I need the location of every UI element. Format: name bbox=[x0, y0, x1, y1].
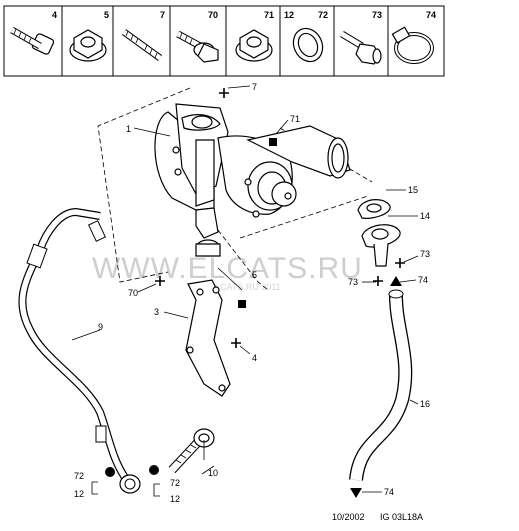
footer-reference: IG 03L18A bbox=[380, 512, 423, 522]
oil-return-flange bbox=[361, 224, 401, 267]
clamp-arrow-marker bbox=[390, 276, 402, 286]
legend-num-4: 4 bbox=[52, 10, 57, 20]
sealing-ring-icon bbox=[292, 27, 324, 63]
callout-73-right: 73 bbox=[420, 249, 430, 259]
legend-num-74: 74 bbox=[426, 10, 436, 20]
torque-marker bbox=[238, 300, 246, 308]
sealing-ring-dot bbox=[105, 467, 115, 477]
callout-71: 71 bbox=[290, 114, 300, 124]
cross-markers bbox=[155, 88, 405, 348]
callout-72-right: 72 bbox=[170, 478, 180, 488]
callout-9: 9 bbox=[98, 322, 103, 332]
banjo-union-bolt bbox=[168, 428, 215, 474]
legend-num-73: 73 bbox=[372, 10, 382, 20]
callout-12-right: 12 bbox=[170, 494, 180, 504]
callout-3: 3 bbox=[154, 307, 159, 317]
callout-72-left: 72 bbox=[74, 471, 84, 481]
oil-return-gasket bbox=[357, 199, 391, 219]
sealing-ring-dot bbox=[149, 465, 159, 475]
flange-bolt-icon bbox=[176, 30, 219, 63]
flange-nut-icon bbox=[69, 29, 107, 62]
hose-clamp-icon bbox=[391, 26, 434, 64]
bolt-icon bbox=[10, 26, 55, 55]
legend-num-71: 71 bbox=[264, 10, 274, 20]
legend-num-5: 5 bbox=[104, 10, 109, 20]
watermark-text: WWW.ELCATS.RU bbox=[92, 252, 363, 285]
callout-10: 10 bbox=[208, 468, 218, 478]
legend-num-70: 70 bbox=[208, 10, 218, 20]
legend-num-72: 72 bbox=[318, 10, 328, 20]
clamp-arrow-marker bbox=[350, 488, 362, 498]
turbo-support-bracket bbox=[185, 279, 231, 397]
callout-74-top: 74 bbox=[418, 275, 428, 285]
callout-73-left: 73 bbox=[348, 277, 358, 287]
legend-num-7: 7 bbox=[160, 10, 165, 20]
callout-5: 5 bbox=[252, 270, 257, 280]
oil-return-hose bbox=[349, 289, 413, 482]
torque-marker bbox=[269, 138, 277, 146]
stud-icon bbox=[121, 29, 163, 61]
callout-1: 1 bbox=[126, 124, 131, 134]
leader-lines bbox=[71, 85, 419, 497]
callout-16: 16 bbox=[420, 399, 430, 409]
oil-feed-pipe bbox=[18, 207, 141, 494]
callout-70: 70 bbox=[128, 288, 138, 298]
callout-15: 15 bbox=[408, 185, 418, 195]
flange-nut-icon bbox=[235, 29, 273, 62]
turbocharger bbox=[154, 103, 351, 257]
legend-num-12: 12 bbox=[284, 10, 294, 20]
hardware-legend-strip bbox=[3, 5, 445, 77]
footer-date: 10/2002 bbox=[332, 512, 365, 522]
callout-4: 4 bbox=[252, 353, 257, 363]
callout-74-bottom: 74 bbox=[384, 487, 394, 497]
callout-12-left: 12 bbox=[74, 489, 84, 499]
callout-7: 7 bbox=[252, 82, 257, 92]
screw-icon bbox=[340, 30, 382, 65]
callout-14: 14 bbox=[420, 211, 430, 221]
